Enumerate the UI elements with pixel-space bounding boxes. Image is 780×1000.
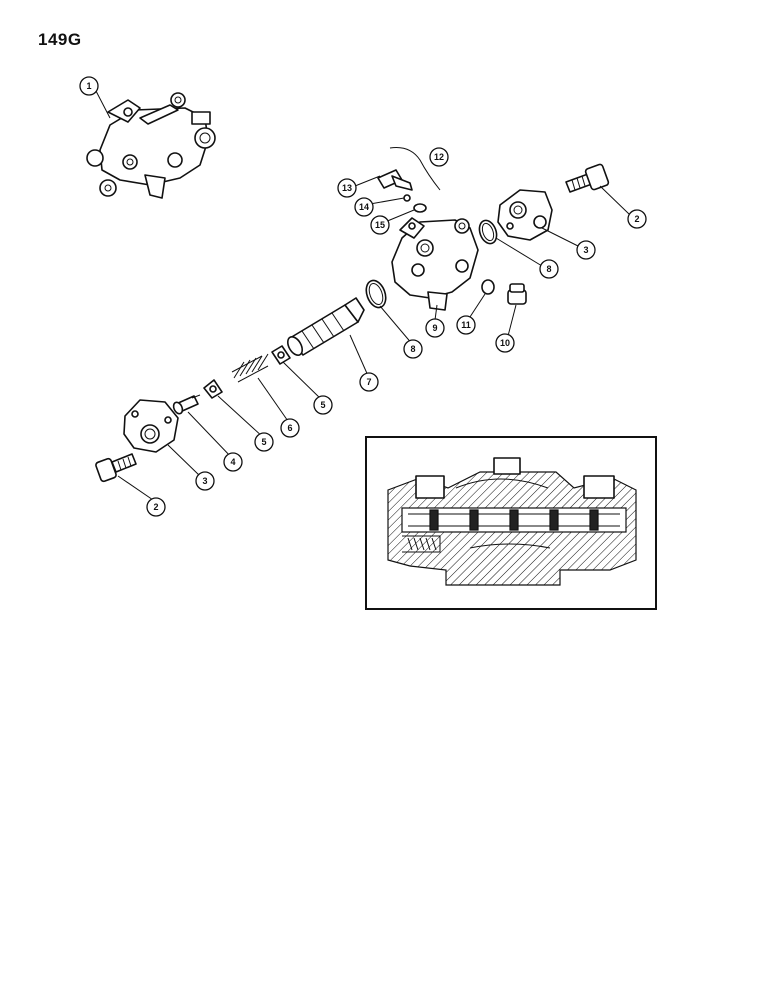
callout-6: 6 [280,418,300,438]
callout-12: 12 [429,147,449,167]
svg-text:13: 13 [342,183,352,193]
spring-seat-lower-drawing [203,379,223,399]
spool-drawing [286,297,365,356]
svg-text:15: 15 [375,220,385,230]
spring-seat-upper-drawing [271,345,291,365]
svg-text:9: 9 [432,323,437,333]
svg-text:5: 5 [320,400,325,410]
section-view-inset [365,436,657,610]
svg-text:6: 6 [287,423,292,433]
svg-text:11: 11 [461,320,471,330]
callout-1: 1 [79,76,99,96]
callout-8-lower: 8 [403,339,423,359]
leader-lines [95,90,630,503]
o-ring-upper-drawing [478,219,498,245]
callout-15: 15 [370,215,390,235]
callout-13: 13 [337,178,357,198]
svg-text:8: 8 [546,264,551,274]
o-ring-lower-drawing [365,279,387,309]
callout-2-lower: 2 [146,497,166,517]
page-label: 149G [38,30,82,49]
callout-3-upper: 3 [576,240,596,260]
valve-assembly-drawing [86,92,216,199]
svg-text:2: 2 [634,214,639,224]
svg-text:8: 8 [410,344,415,354]
callout-2-upper: 2 [627,209,647,229]
svg-text:3: 3 [202,476,207,486]
callout-8-upper: 8 [539,259,559,279]
svg-text:10: 10 [500,338,510,348]
svg-text:1: 1 [86,81,91,91]
svg-text:12: 12 [434,152,444,162]
small-o-ring-drawing [481,279,495,295]
callout-9: 9 [425,318,445,338]
svg-text:2: 2 [153,502,158,512]
svg-text:4: 4 [230,457,235,467]
callout-4: 4 [223,452,243,472]
stop-bolt-drawing [172,394,201,415]
svg-text:7: 7 [366,377,371,387]
callout-11: 11 [456,315,476,335]
valve-body-drawing [391,217,479,311]
cap-screw-lower-drawing [95,453,137,483]
group-bracket [389,147,441,191]
callout-14: 14 [354,197,374,217]
callout-3-lower: 3 [195,471,215,491]
svg-text:5: 5 [261,437,266,447]
cap-screw-upper-drawing [565,163,610,193]
plug-drawing [507,283,527,305]
end-cap-lower-drawing [123,399,179,453]
callout-10: 10 [495,333,515,353]
relief-valve-parts-drawing [377,169,427,213]
callout-7: 7 [359,372,379,392]
svg-text:14: 14 [359,202,369,212]
callout-5-upper: 5 [313,395,333,415]
end-cap-upper-drawing [497,189,553,241]
svg-text:3: 3 [583,245,588,255]
callout-5-lower: 5 [254,432,274,452]
spring-drawing [231,353,269,383]
